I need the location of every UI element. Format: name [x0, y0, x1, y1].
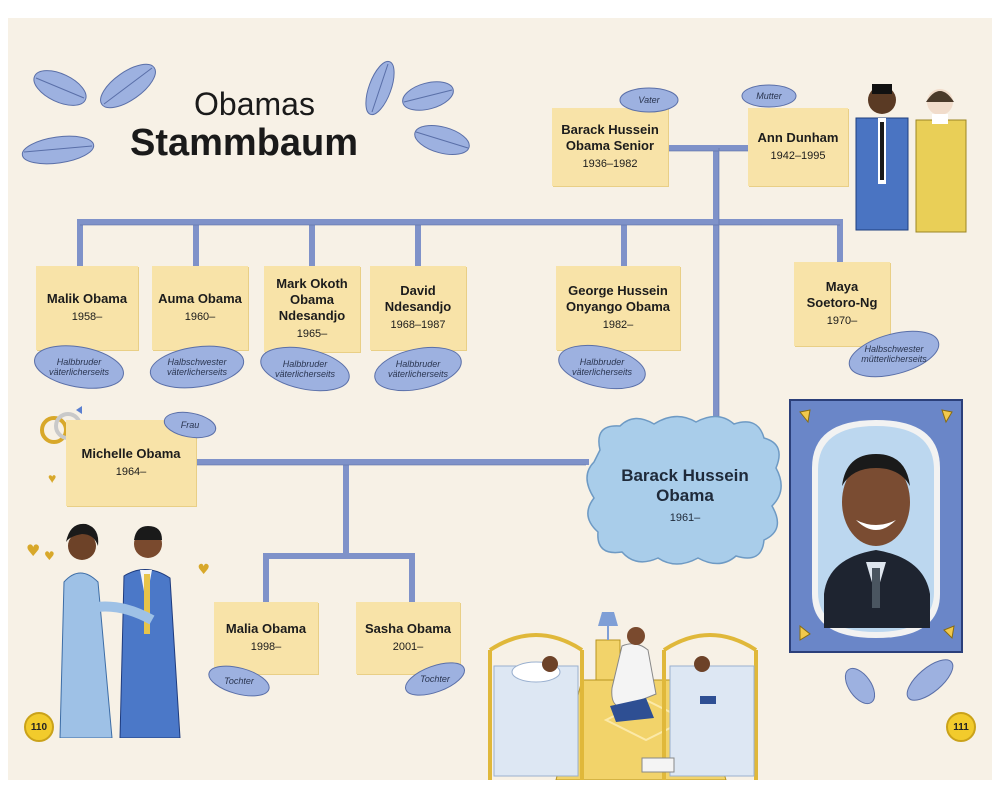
card-sibling-auma: Auma Obama 1960–	[152, 266, 248, 350]
title-line-1: Obamas	[194, 86, 315, 122]
sibling-years: 1982–	[602, 319, 634, 331]
child-role-leaf: Tochter	[206, 664, 272, 698]
child-years: 1998–	[250, 641, 282, 653]
page-number-right: 111	[946, 712, 976, 742]
mother-role-leaf: Mutter	[740, 82, 798, 110]
card-sibling-mark: Mark Okoth Obama Ndesandjo 1965–	[264, 266, 360, 352]
father-name: Barack Hussein Obama Senior	[561, 122, 659, 153]
card-spouse: Michelle Obama 1964–	[66, 420, 196, 506]
mother-years: 1942–1995	[770, 150, 826, 162]
heart-icon: ♥	[48, 470, 57, 486]
svg-text:♥: ♥	[26, 541, 40, 560]
main-person-years: 1961–	[669, 512, 701, 524]
spouse-role-leaf: Frau	[162, 410, 218, 440]
sibling-name: George Hussein Onyango Obama	[565, 283, 671, 314]
couple-illustration: ♥ ♥ ♥	[26, 523, 210, 738]
parents-illustration	[855, 84, 967, 233]
father-years: 1936–1982	[582, 158, 638, 170]
card-child-malia: Malia Obama 1998–	[214, 602, 318, 674]
child-role-label: Tochter	[420, 674, 450, 684]
mother-role-label: Mutter	[756, 91, 782, 101]
sibling-relation-leaf: Halbbruder väterlicherseits	[32, 344, 126, 390]
sibling-relation-label: Halbschwester mütterlicherseits	[861, 344, 927, 364]
spouse-role-label: Frau	[180, 420, 200, 430]
main-person-name: Barack Hussein Obama	[621, 466, 749, 505]
child-name: Malia Obama	[225, 621, 307, 636]
child-role-leaf: Tochter	[402, 662, 468, 696]
sibling-relation-label: Halbbruder väterlicherseits	[274, 359, 336, 379]
child-role-label: Tochter	[224, 676, 254, 686]
bedroom-illustration	[488, 612, 758, 780]
sibling-name: David Ndesandjo	[384, 283, 452, 314]
main-person: Barack Hussein Obama 1961–	[600, 466, 770, 524]
main-person-cloud	[586, 415, 782, 565]
sibling-name: Mark Okoth Obama Ndesandjo	[276, 276, 348, 323]
sibling-years: 1965–	[296, 328, 328, 340]
svg-text:♥: ♥	[197, 562, 210, 578]
card-mother: Ann Dunham 1942–1995	[748, 108, 848, 186]
sibling-relation-leaf: Halbbruder väterlicherseits	[372, 346, 464, 392]
card-father: Barack Hussein Obama Senior 1936–1982	[552, 108, 668, 186]
card-child-sasha: Sasha Obama 2001–	[356, 602, 460, 674]
sibling-years: 1958–	[71, 311, 103, 323]
sibling-name: Auma Obama	[158, 291, 242, 306]
child-years: 2001–	[392, 641, 424, 653]
sibling-relation-label: Halbbruder väterlicherseits	[48, 357, 110, 377]
card-sibling-george: George Hussein Onyango Obama 1982–	[556, 266, 680, 350]
father-role-label: Vater	[638, 95, 660, 105]
card-sibling-david: David Ndesandjo 1968–1987	[370, 266, 466, 350]
sibling-relation-leaf: Halbschwester mütterlicherseits	[846, 330, 942, 378]
sibling-years: 1968–1987	[390, 319, 446, 331]
spouse-name: Michelle Obama	[81, 446, 181, 461]
sibling-relation-label: Halbbruder väterlicherseits	[571, 357, 633, 377]
spouse-years: 1964–	[115, 466, 147, 478]
sibling-name: Malik Obama	[46, 291, 128, 306]
sibling-relation-leaf: Halbbruder väterlicherseits	[556, 344, 648, 390]
mother-name: Ann Dunham	[757, 130, 839, 145]
father-role-leaf: Vater	[618, 86, 680, 114]
sibling-years: 1960–	[184, 311, 216, 323]
sibling-relation-leaf: Halbschwester väterlicherseits	[148, 344, 246, 390]
page-number-left: 110	[24, 712, 54, 742]
sibling-years: 1970–	[826, 315, 858, 327]
sibling-name: Maya Soetoro-Ng	[806, 279, 878, 310]
portrait-frame	[789, 399, 963, 653]
svg-text:♥: ♥	[44, 549, 55, 563]
title-line-2: Stammbaum	[130, 122, 359, 164]
card-sibling-malik: Malik Obama 1958–	[36, 266, 138, 350]
sibling-relation-leaf: Halbbruder väterlicherseits	[258, 346, 352, 392]
sibling-relation-label: Halbschwester väterlicherseits	[166, 357, 228, 377]
sibling-relation-label: Halbbruder väterlicherseits	[387, 359, 449, 379]
child-name: Sasha Obama	[365, 621, 451, 636]
card-sibling-maya: Maya Soetoro-Ng 1970–	[794, 262, 890, 346]
